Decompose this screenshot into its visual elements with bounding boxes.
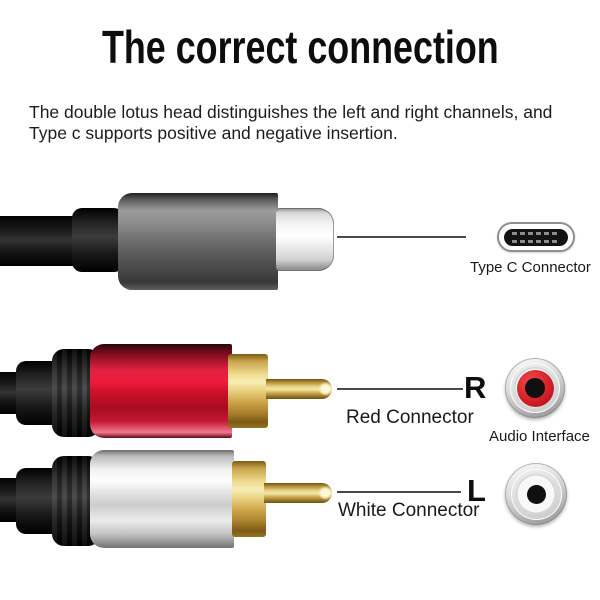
white-gold-collar — [232, 461, 266, 537]
type-c-strain-relief — [72, 208, 124, 272]
red-connector-label: Red Connector — [346, 407, 474, 428]
white-barrel — [90, 450, 234, 548]
type-c-plug — [276, 208, 334, 271]
channel-l-label: L — [467, 473, 486, 508]
red-gold-pin — [266, 379, 332, 399]
type-c-pins-bottom — [512, 239, 560, 243]
red-rca-jack-icon — [505, 358, 565, 418]
white-jack-face — [516, 474, 556, 514]
type-c-port-cavity — [504, 228, 568, 246]
red-jack-hole — [525, 378, 545, 398]
white-callout-line — [337, 491, 461, 493]
type-c-port-icon — [497, 222, 575, 252]
red-jack-face — [514, 367, 556, 409]
type-c-pins-top — [512, 231, 560, 235]
audio-interface-label: Audio Interface — [489, 428, 590, 445]
red-jack-color-ring — [516, 369, 554, 407]
subtitle: The double lotus head distinguishes the … — [29, 102, 585, 144]
white-jack-hole — [526, 484, 546, 504]
page-title: The correct connection — [101, 21, 499, 73]
white-gold-pin — [264, 483, 332, 503]
type-c-connector-label: Type C Connector — [470, 259, 591, 276]
red-gold-collar — [228, 354, 268, 428]
white-jack-ring — [510, 468, 562, 520]
white-connector-label: White Connector — [338, 500, 480, 521]
white-rca-jack-icon — [505, 463, 567, 525]
subtitle-line-2: Type c supports positive and negative in… — [29, 123, 398, 143]
red-jack-ring — [510, 363, 560, 413]
type-c-barrel — [118, 193, 278, 290]
red-callout-line — [337, 388, 463, 390]
type-c-callout-line — [337, 236, 466, 238]
channel-r-label: R — [464, 370, 487, 405]
subtitle-line-1: The double lotus head distinguishes the … — [29, 102, 553, 122]
type-c-cable — [0, 216, 80, 266]
red-barrel — [90, 344, 232, 438]
